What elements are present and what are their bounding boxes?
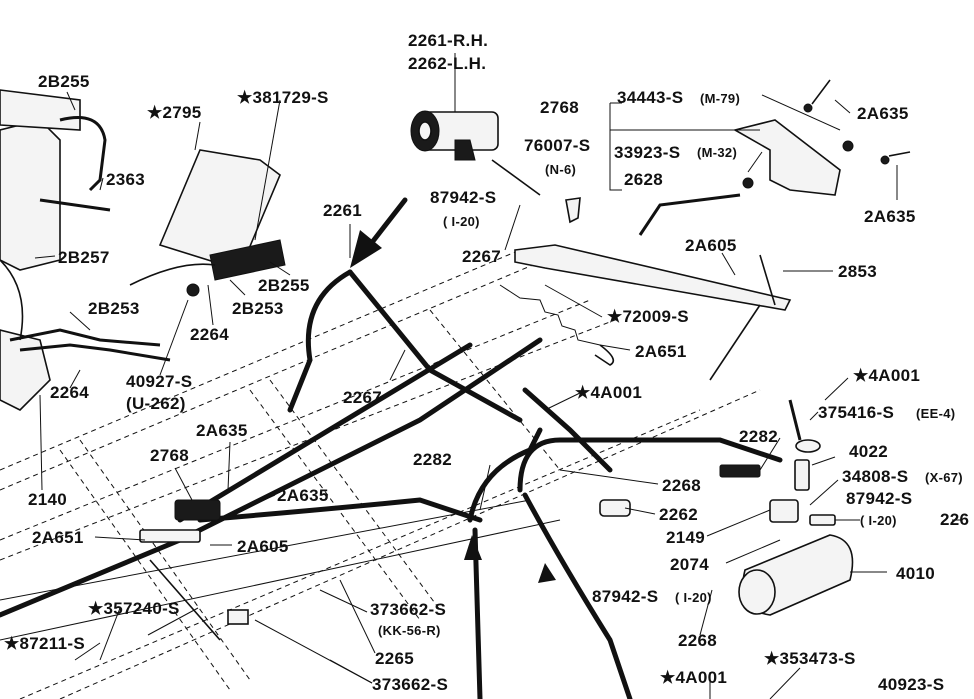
label-2795: ★2795 [147,103,202,122]
label-2b255-mid: 2B255 [258,276,310,295]
label-87942-a: 87942-S [430,188,497,207]
label-34808: 34808-S [842,467,909,486]
label-76007: 76007-S [524,136,591,155]
label-373662-b: 373662-S [372,675,449,694]
label-i20-c: ( I-20) [675,590,712,605]
stoplight-switch-bracket [129,149,286,297]
label-4a001-b: ★4A001 [660,668,728,687]
vacuum-tank [599,439,854,616]
return-spring [499,284,615,366]
label-87942-b: 87942-S [846,489,913,508]
pointer-arrows [350,197,556,583]
label-2a651-mid: 2A651 [635,342,687,361]
wheel-cylinder [410,110,541,196]
label-2264-left: 2264 [50,383,90,402]
label-381729: ★381729-S [237,88,329,107]
label-i20-a: ( I-20) [443,214,480,229]
label-2262-m: 2262 [659,505,699,524]
label-72009: ★72009-S [607,307,689,326]
label-34443: 34443-S [617,88,684,107]
label-2261-mid: 2261 [323,201,363,220]
label-2a651-l: 2A651 [32,528,84,547]
label-m32: (M-32) [697,145,738,160]
label-87942-c: 87942-S [592,587,659,606]
label-2a635-tr1: 2A635 [857,104,909,123]
label-2853: 2853 [838,262,878,281]
label-ee4: (EE-4) [916,406,956,421]
leader-lines [34,53,962,699]
label-226: 226 [940,510,970,529]
label-33923: 33923-S [614,143,681,162]
label-m79: (M-79) [700,91,741,106]
label-373662-a: 373662-S [370,600,447,619]
brake-lever [514,244,792,381]
label-2a635-tr2: 2A635 [864,207,916,226]
label-2b253-mid: 2B253 [232,299,284,318]
label-2a605-l: 2A605 [237,537,289,556]
equalizer-bracket [565,79,911,236]
label-2768-top: 2768 [540,98,580,117]
label-2a635-l: 2A635 [196,421,248,440]
label-2768-l: 2768 [150,446,190,465]
label-2264-mid: 2264 [190,325,230,344]
label-2268-b: 2268 [678,631,718,650]
label-2268-m: 2268 [662,476,702,495]
label-2363: 2363 [106,170,146,189]
label-2b253-left: 2B253 [88,299,140,318]
label-357240: ★357240-S [88,599,180,618]
master-cylinder-assembly [0,89,171,411]
label-kk56: (KK-56-R) [378,623,441,638]
label-4022: 4022 [849,442,889,461]
frame-structure [0,249,761,699]
label-2140: 2140 [28,490,68,509]
label-2a605-top: 2A605 [685,236,737,255]
label-u262: (U-262) [126,394,186,413]
label-n6: (N-6) [545,162,577,177]
label-2628: 2628 [624,170,664,189]
label-2282-r: 2282 [739,427,779,446]
label-4010: 4010 [896,564,936,583]
label-4a001-r: ★4A001 [853,366,921,385]
label-87211: ★87211-S [4,634,85,653]
label-2267-a: 2267 [462,247,502,266]
label-2b257: 2B257 [58,248,110,267]
label-i20-b: ( I-20) [860,513,897,528]
brake-cables [0,269,802,699]
label-2282-m: 2282 [413,450,453,469]
label-4a001-mid: ★4A001 [575,383,643,402]
label-2261-rh: 2261-R.H. [408,31,489,50]
label-2265: 2265 [375,649,415,668]
lower-equalizer [139,499,249,641]
label-40927: 40927-S [126,372,193,391]
label-x67: (X-67) [925,470,963,485]
label-353473: ★353473-S [764,649,856,668]
label-2262-lh: 2262-L.H. [408,54,487,73]
label-2149: 2149 [666,528,706,547]
label-40923: 40923-S [878,675,945,694]
label-2b255-top: 2B255 [38,72,90,91]
label-2074: 2074 [670,555,710,574]
label-375416: 375416-S [818,403,895,422]
label-2267-b: 2267 [343,388,383,407]
label-2a635-m: 2A635 [277,486,329,505]
